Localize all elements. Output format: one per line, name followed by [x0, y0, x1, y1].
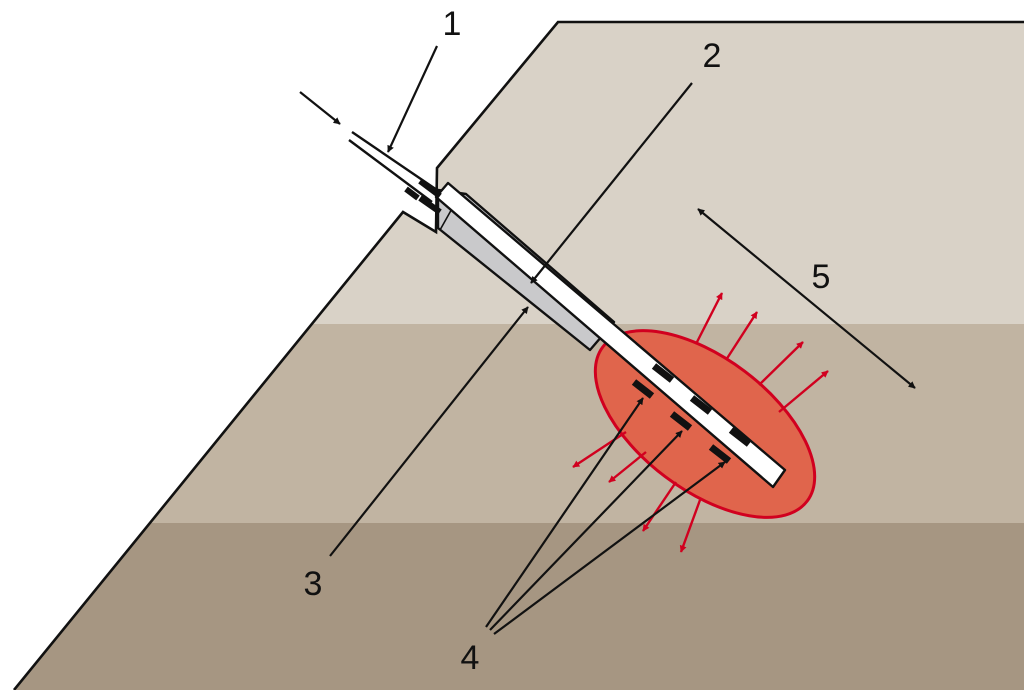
outflow-arrow	[608, 451, 647, 483]
leader-4c	[493, 461, 726, 635]
leader-lines	[329, 45, 916, 635]
leader-1	[387, 45, 438, 153]
leader-4a	[485, 397, 644, 628]
extent-arrow	[697, 208, 916, 389]
label-5: 5	[812, 258, 831, 296]
perforation	[728, 427, 752, 447]
label-4: 4	[461, 639, 480, 677]
feed-pipe-lower	[348, 139, 433, 203]
perforation	[631, 379, 655, 399]
packer-marks	[404, 178, 442, 215]
perforation	[689, 395, 713, 415]
perforation	[651, 363, 675, 383]
ground-surface-line	[12, 20, 1024, 690]
injection-tube	[434, 181, 787, 489]
perforation	[708, 444, 732, 464]
lower-soil-layer	[14, 523, 1024, 690]
flow-in-arrow	[299, 91, 341, 125]
leader-3	[329, 306, 529, 557]
leader-2	[530, 82, 693, 284]
label-1: 1	[443, 5, 462, 43]
perforation	[669, 411, 693, 431]
packer-mark	[418, 195, 442, 215]
outflow-arrow	[572, 430, 627, 469]
packer-mark	[418, 178, 442, 199]
middle-soil-layer	[14, 324, 1024, 523]
label-2: 2	[703, 37, 722, 75]
perforations	[631, 363, 752, 464]
outflow-arrow	[679, 499, 702, 553]
leader-4b	[489, 430, 683, 631]
packer-mark	[404, 186, 420, 201]
outflow-arrow	[642, 481, 677, 532]
label-3: 3	[304, 565, 323, 603]
